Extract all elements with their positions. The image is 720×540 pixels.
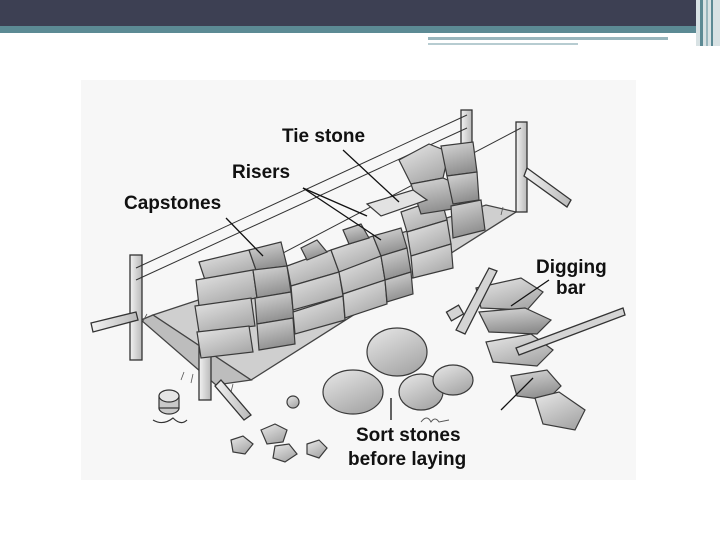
sorted-stones — [230, 277, 586, 463]
stone-wall-illustration — [81, 80, 636, 480]
label-digging-bar-line2: bar — [556, 278, 586, 299]
label-sort-stones-line2: before laying — [348, 449, 467, 470]
wire-spool — [152, 389, 188, 424]
header-accent-stripe — [0, 26, 720, 33]
header-bar — [0, 0, 720, 26]
stone-wall — [194, 141, 486, 359]
label-sort-stones-line1: Sort stones — [356, 425, 461, 446]
label-digging-bar-line1: Digging — [536, 257, 607, 278]
header-decor-line — [428, 43, 578, 45]
label-capstones: Capstones — [124, 193, 222, 214]
corner-decoration — [696, 0, 720, 46]
leader-lines — [225, 149, 550, 420]
header-decor-line — [428, 37, 668, 40]
label-tie-stone: Tie stone — [282, 126, 366, 147]
artist-signature — [420, 417, 450, 423]
label-risers: Risers — [232, 162, 291, 183]
digging-bar — [445, 267, 626, 356]
